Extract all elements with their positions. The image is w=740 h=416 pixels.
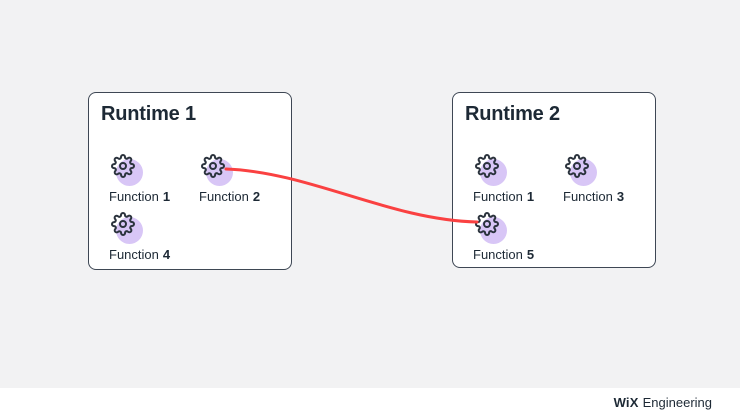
- gear-icon: [111, 154, 135, 178]
- gear-icon: [475, 212, 499, 236]
- function-icon: [475, 212, 507, 244]
- wix-logo: WiX: [613, 394, 639, 410]
- function-icon: [111, 212, 143, 244]
- function-label-text: Function: [109, 247, 159, 262]
- gear-icon: [111, 212, 135, 236]
- function-label-text: Function: [109, 189, 159, 204]
- gear-icon: [565, 154, 589, 178]
- function-number: 1: [162, 189, 171, 204]
- function-label-text: Function: [473, 189, 523, 204]
- function-number: 1: [526, 189, 535, 204]
- runtime-1-title: Runtime 1: [101, 103, 196, 125]
- gear-icon: [201, 154, 225, 178]
- function-icon: [201, 154, 233, 186]
- function-icon: [111, 154, 143, 186]
- wix-logo-suffix: Engineering: [642, 394, 712, 410]
- runtime-2-title: Runtime 2: [465, 103, 560, 125]
- function-number: 5: [526, 247, 535, 262]
- function-icon: [475, 154, 507, 186]
- function-label-text: Function: [563, 189, 613, 204]
- footer-bar: WiX Engineering: [0, 388, 740, 416]
- function-label-text: Function: [473, 247, 523, 262]
- function-number: 3: [616, 189, 625, 204]
- function-label-text: Function: [199, 189, 249, 204]
- function-number: 4: [162, 247, 171, 262]
- function-number: 2: [252, 189, 261, 204]
- function-icon: [565, 154, 597, 186]
- gear-icon: [475, 154, 499, 178]
